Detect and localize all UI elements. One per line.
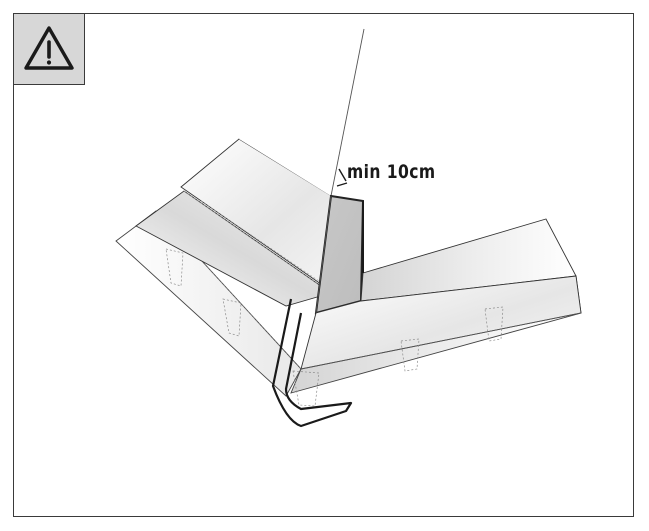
right-board: [300, 218, 582, 370]
dimension-marker: [336, 168, 348, 187]
overlap-outline: [271, 201, 364, 428]
instruction-panel: min 10cm: [13, 13, 634, 517]
corner-overlap-illustration: [115, 28, 582, 428]
hidden-connectors: [165, 248, 504, 407]
warning-badge: [14, 14, 85, 85]
upright-board: [239, 28, 365, 315]
dimension-label: min 10cm: [347, 161, 436, 183]
warning-triangle-icon: [24, 26, 74, 70]
